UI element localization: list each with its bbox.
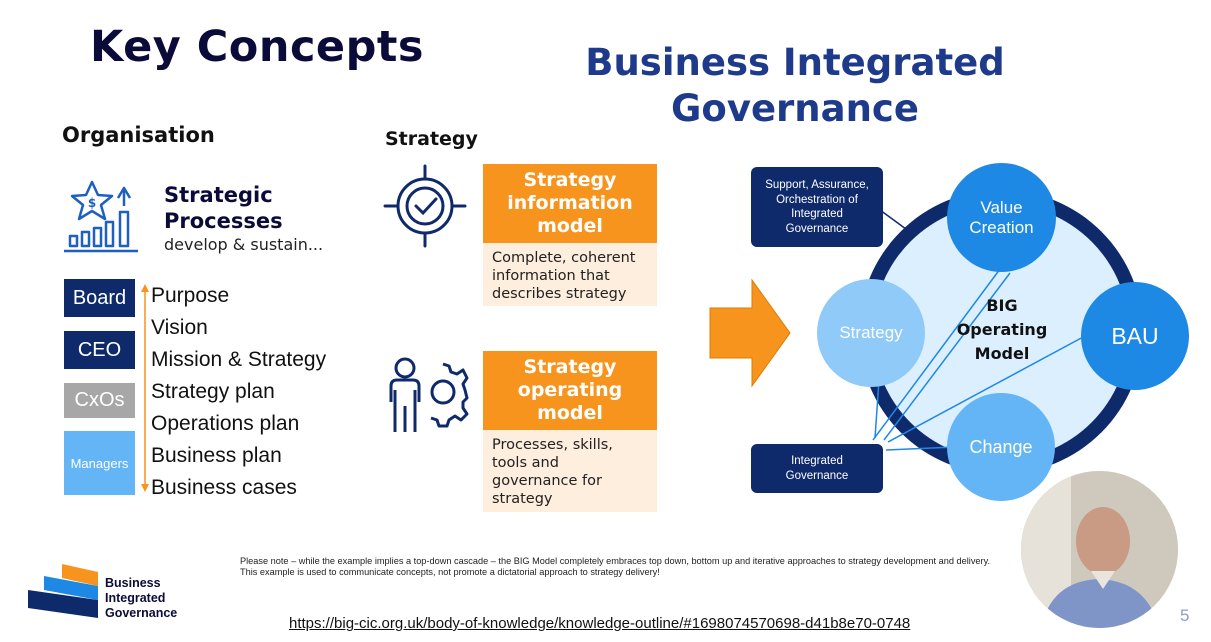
target-check-icon [383, 164, 467, 248]
level-item: Business cases [151, 476, 297, 499]
integrated-governance-label: Integrated Governance [785, 455, 849, 482]
strategy-circle: Strategy [817, 279, 925, 387]
role-cxos: CxOs [64, 383, 135, 418]
level-item: Vision [151, 316, 208, 339]
bau-label: BAU [1111, 322, 1159, 349]
svg-text:$: $ [88, 196, 96, 210]
strategy-info-model-title: Strategy information model [483, 164, 657, 243]
presenter-video [1021, 471, 1178, 628]
strategic-processes-title: Strategic Processes [164, 183, 283, 233]
level-item: Operations plan [151, 412, 300, 435]
arrow-right-icon [709, 278, 791, 388]
role-ceo: CEO [64, 331, 135, 369]
big-title: Business Integrated Governance [585, 41, 1005, 130]
strategy-heading: Strategy [385, 128, 478, 150]
support-assurance-box: Support, Assurance, Orchestration of Int… [751, 167, 883, 247]
strategy-circle-label: Strategy [839, 323, 903, 342]
integrated-governance-box: Integrated Governance [751, 444, 883, 493]
person-gear-icon [389, 357, 469, 432]
level-item: Business plan [151, 444, 282, 467]
logo-text: Business Integrated Governance [105, 576, 178, 620]
disclaimer-note: Please note – while the example implies … [240, 556, 991, 577]
role-board: Board [64, 279, 135, 317]
value-creation-circle: Value Creation [947, 163, 1056, 272]
strategy-info-model-desc: Complete, coherent information that desc… [483, 243, 657, 306]
big-logo-icon [28, 564, 98, 618]
presenter-icon [1021, 471, 1178, 628]
page-number: 5 [1180, 606, 1190, 625]
strategic-processes-icon: $ [64, 180, 138, 253]
strategy-operating-model-desc: Processes, skills, tools and governance … [483, 430, 657, 512]
level-item: Purpose [151, 284, 230, 307]
knowledge-outline-link[interactable]: https://big-cic.org.uk/body-of-knowledge… [289, 615, 911, 632]
strategy-levels-list: Purpose Vision Mission & Strategy Strate… [151, 280, 326, 504]
cascade-arrow-icon [141, 284, 149, 492]
bau-circle: BAU [1081, 282, 1189, 390]
value-creation-label: Value Creation [969, 197, 1034, 237]
big-model-diagram [859, 190, 1143, 474]
change-circle: Change [947, 393, 1055, 501]
level-item: Strategy plan [151, 380, 275, 403]
role-managers: Managers [64, 431, 135, 495]
change-label: Change [969, 436, 1033, 457]
big-operating-model-label: BIG Operating Model [956, 296, 1048, 363]
strategy-operating-model-title: Strategy operating model [483, 351, 657, 430]
level-item: Mission & Strategy [151, 348, 327, 371]
page-title: Key Concepts [90, 22, 425, 72]
support-assurance-label: Support, Assurance, Orchestration of Int… [765, 179, 869, 235]
organisation-heading: Organisation [62, 123, 215, 147]
strategic-processes-subtitle: develop & sustain... [164, 235, 324, 254]
